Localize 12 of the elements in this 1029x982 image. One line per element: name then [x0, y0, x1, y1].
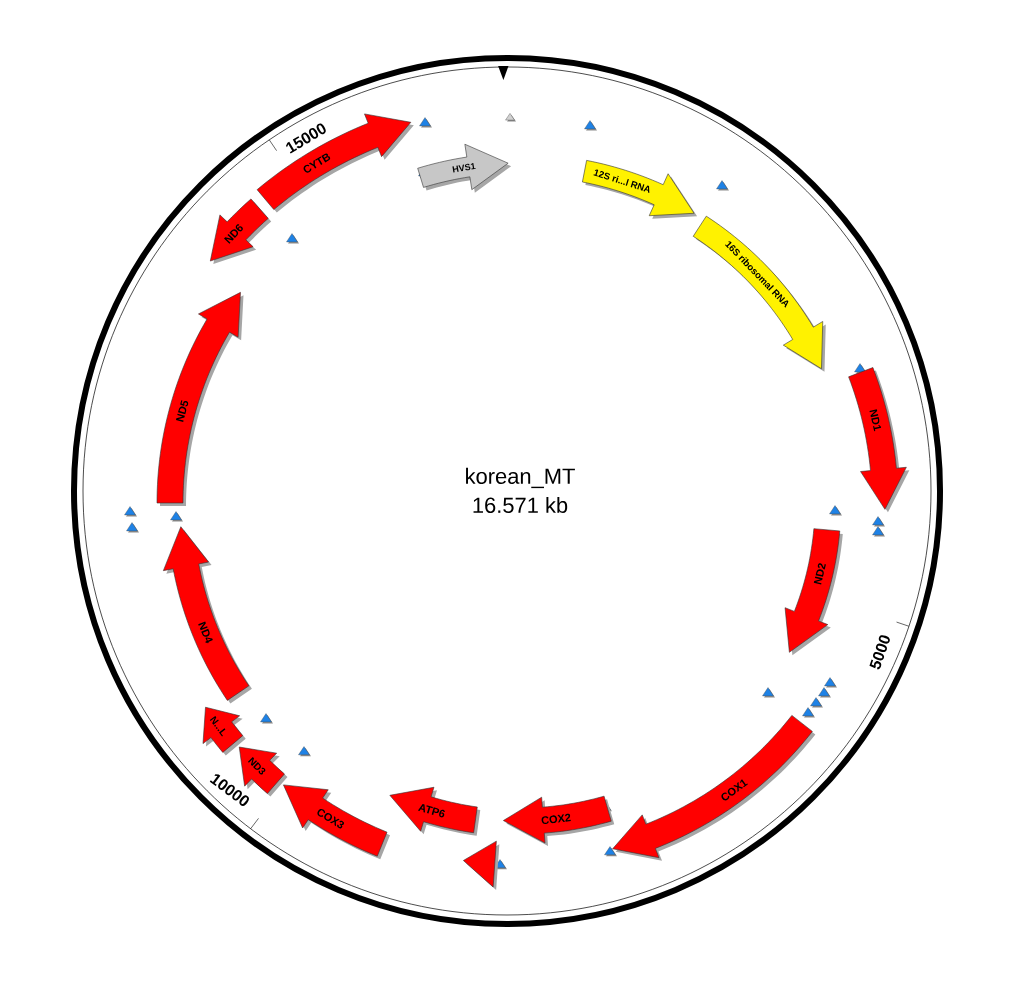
gene-feature: ND1: [848, 367, 910, 513]
map-title: korean_MT: [466, 467, 575, 489]
gene-feature: [463, 840, 500, 891]
gene-feature: ATP6: [389, 786, 481, 836]
gene-feature: ND5: [156, 292, 244, 506]
gene-feature: ND4: [163, 526, 252, 704]
gene-feature: HVS1: [417, 143, 512, 193]
sequence-length: 16.571 kb: [473, 496, 568, 514]
tick-label: 5000: [869, 635, 890, 670]
gene-feature: 12S ri...l RNA: [582, 160, 698, 219]
gene-feature: COX2: [503, 795, 615, 847]
gene-feature: ND2: [784, 528, 843, 656]
